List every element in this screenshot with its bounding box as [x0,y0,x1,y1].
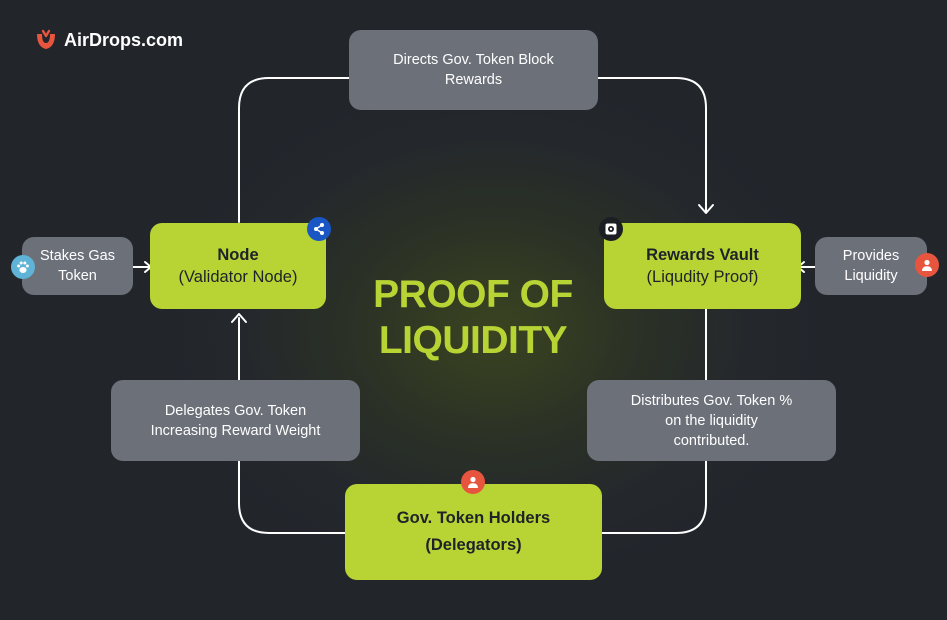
connector-vault-to-holders [600,307,707,534]
input-stakes-line2: Token [58,268,97,284]
share-icon [307,217,331,241]
brand-logo[interactable]: AirDrops.com [34,28,183,52]
arrowhead-into-vault [698,204,714,214]
edge-label-delegates-line1: Delegates Gov. Token [164,402,307,419]
node-holders-subtitle: (Delegators) [425,536,522,554]
user-icon [915,253,939,277]
airdrops-logo-icon [37,29,55,49]
edge-label-distributes-line1: Distributes Gov. Token % [630,392,793,409]
edge-label-distributes: Distributes Gov. Token % on the liquidit… [587,380,836,461]
input-stakes-gas: Stakes Gas Token [22,237,133,295]
input-provides-line2: Liquidity [844,268,898,284]
node-validator-subtitle: (Validator Node) [178,268,298,286]
node-rewards-vault-title: Rewards Vault [646,246,759,264]
edge-label-distributes-line2: on the liquidity [665,412,758,429]
diagram-title: PROOF OF LIQUIDITY [345,272,601,364]
connector-holders-to-node [238,317,347,534]
node-gov-token-holders: Gov. Token Holders (Delegators) [345,484,602,580]
input-stakes-line1: Stakes Gas [40,248,115,264]
input-provides-liquidity: Provides Liquidity [815,237,927,295]
user-icon [461,470,485,494]
edge-label-directs: Directs Gov. Token Block Rewards [349,30,598,110]
node-validator-title: Node [217,246,259,264]
arrowhead-into-node [231,313,247,323]
edge-label-directs-line2: Rewards [444,72,503,88]
input-provides-line1: Provides [842,248,900,264]
node-validator: Node (Validator Node) [150,223,326,309]
diagram-title-line1: PROOF OF [373,273,573,316]
diagram-title-line2: LIQUIDITY [378,319,568,362]
edge-label-delegates: Delegates Gov. Token Increasing Reward W… [111,380,360,461]
brand-name: AirDrops.com [64,29,184,50]
node-rewards-vault-subtitle: (Liqudity Proof) [646,268,759,286]
node-rewards-vault: Rewards Vault (Liqudity Proof) [604,223,801,309]
edge-label-distributes-line3: contributed. [673,432,750,449]
node-holders-title: Gov. Token Holders [396,509,551,527]
vault-icon [599,217,623,241]
paw-icon [11,255,35,279]
edge-label-directs-line1: Directs Gov. Token Block [393,52,554,68]
edge-label-delegates-line2: Increasing Reward Weight [150,422,321,439]
